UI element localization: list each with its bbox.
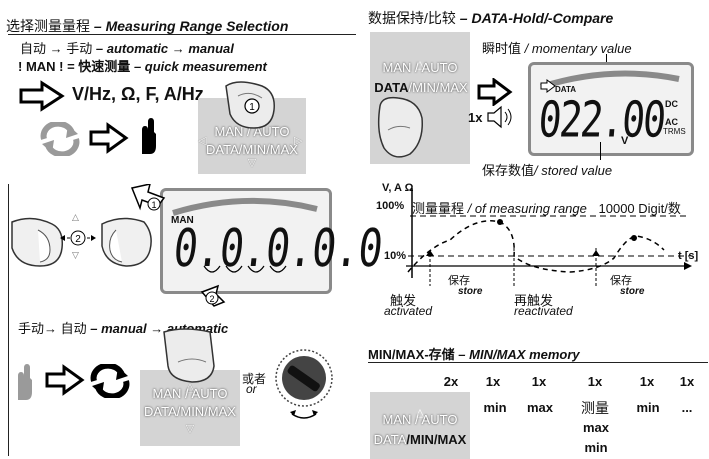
left-section-title: 选择测量量程 – Measuring Range Selection [6,18,289,34]
finger-right-icon [101,217,152,267]
retrigger-label: 再触发 [514,293,554,308]
minmax-count: 1x [587,374,603,389]
hold-chart [406,188,692,286]
step-number: 1 [249,102,255,113]
man-auto-button-panel[interactable]: △ MAN / AUTO DATA/MIN/MAX ▽ [140,370,240,446]
lcd-value: 022.00 [536,91,667,149]
svg-text:2: 2 [75,234,81,245]
stored-value-label: 保存数值/ stored value [482,163,613,178]
step-arrow-icon [477,78,513,106]
finger-press-icon [377,96,423,158]
right-section-title: 数据保持/比较 – DATA-Hold/-Compare [368,10,614,26]
or-label-en: or [246,382,257,396]
left-title-rule [8,34,356,35]
step-2-selector: 2 △ ▽ [58,212,98,260]
minmax-label: 测量 [581,400,609,416]
minmax-count: 1x [639,374,655,389]
digit-cycle-arrows [203,265,287,273]
left-border [8,184,9,456]
store-label: 保存 [610,275,632,287]
minmax-section-title: MIN/MAX-存储 – MIN/MAX memory [368,347,580,362]
finger-left-icon [11,217,64,267]
step-1-marker: 1 [130,184,166,211]
quick-measurement-line: ! MAN ! = 快速测量 – quick measurement [18,59,267,74]
function-list: V/Hz, Ω, F, A/Hz [72,84,204,104]
minmax-label: max [582,420,610,435]
hand-icon [18,364,32,400]
minmax-label: ... [681,400,693,415]
minmax-count: 1x [679,374,695,389]
step-2-marker: 2 [200,284,226,307]
speaker-icon [487,105,512,129]
step-arrow-icon [45,364,85,396]
finger-press-icon: 1 [225,81,275,129]
finger-press-icon [163,328,215,383]
lcd-display-manual: MAN 0.0.0.0.0 [160,188,385,294]
stored-pointer [600,142,601,160]
chart-100-label: 100% [376,200,405,212]
chart-time-label: t [s] [678,250,699,262]
press-count: 1x [468,110,483,125]
minmax-button-panel[interactable]: △ MAN / AUTO DATA/MIN/MAX [370,392,470,459]
rotate-icon [40,122,80,156]
store-label-en: store [458,286,483,297]
hand-icon [142,118,156,154]
chart-title: 测量量程 / of measuring range 10000 Digit/数 [412,201,681,216]
lcd-display-hold: DATA 022.00 DC AC TRMS V [528,62,694,156]
minmax-count: 1x [531,374,547,389]
trigger-label-en: activated [384,304,433,318]
retrigger-label-en: reactivated [514,304,573,318]
rotary-switch-icon[interactable] [272,346,338,422]
auto-to-manual-line: 自动 → 手动 – automatic → manual [20,41,234,56]
step-arrow-icon [19,80,65,112]
minmax-label: min [483,400,507,415]
minmax-label: min [584,440,608,455]
minmax-rule [368,362,708,363]
rotate-icon [90,364,130,398]
svg-text:1: 1 [151,200,156,210]
momentary-value-label: 瞬时值 / momentary value [482,41,632,56]
chart-y-label: V, A Ω [382,182,414,194]
store-label-en: store [620,286,645,297]
or-label: 或者 [242,372,267,386]
minmax-count: 1x [485,374,501,389]
step-arrow-icon [89,122,129,154]
svg-text:2: 2 [209,294,214,304]
minmax-count: 2x [443,374,459,389]
minmax-label: max [526,400,554,415]
store-label: 保存 [448,275,470,287]
chart-10-label: 10% [384,250,407,262]
minmax-label: min [636,400,660,415]
trigger-label: 触发 [390,293,417,308]
